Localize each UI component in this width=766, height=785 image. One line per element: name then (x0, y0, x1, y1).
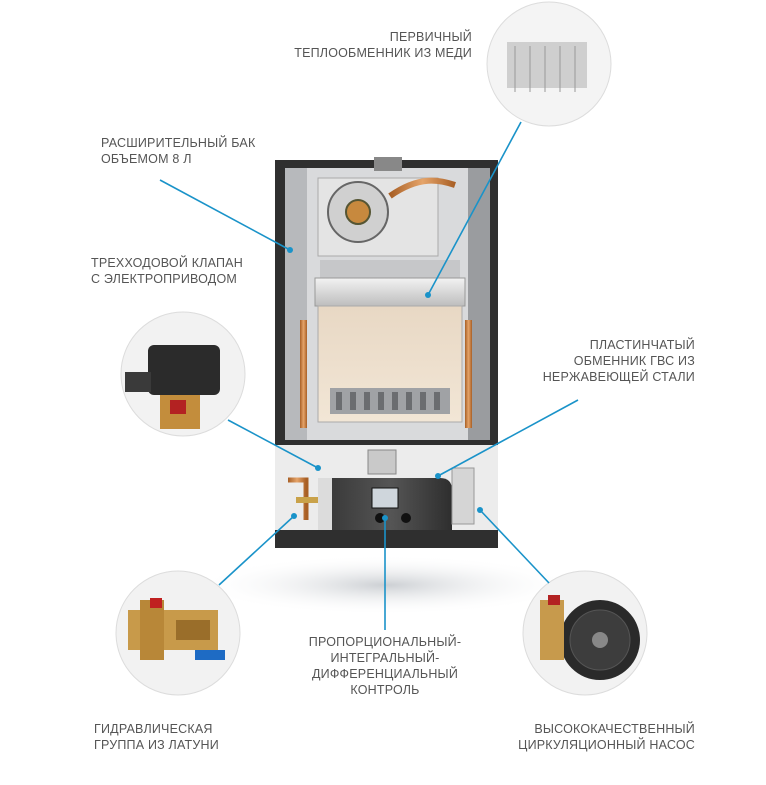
boiler-body (275, 157, 498, 548)
label-pid-control: ПРОПОРЦИОНАЛЬНЫЙ- ИНТЕГРАЛЬНЫЙ- ДИФФЕРЕН… (308, 635, 462, 697)
leader-three-way-valve (227, 419, 319, 469)
leader-hydraulic-group (218, 515, 295, 586)
label-expansion-tank: РАСШИРИТЕЛЬНЫЙ БАК ОБЪЕМОМ 8 Л (101, 136, 256, 166)
floor-shadow (196, 555, 576, 615)
leader-plate-exchanger (437, 399, 579, 477)
callout-three-way-valve (120, 311, 246, 437)
leader-pump (479, 509, 550, 584)
label-plate-exchanger: ПЛАСТИНЧАТЫЙ ОБМЕННИК ГВС ИЗ НЕРЖАВЕЮЩЕЙ… (542, 338, 695, 384)
leader-expansion-tank (159, 179, 291, 251)
leader-heat-exchanger (427, 121, 522, 296)
callout-pump (522, 570, 648, 696)
label-three-way-valve: ТРЕХХОДОВОЙ КЛАПАН С ЭЛЕКТРОПРИВОДОМ (91, 256, 243, 286)
label-pump: ВЫСОКОКАЧЕСТВЕННЫЙ ЦИРКУЛЯЦИОННЫЙ НАСОС (518, 722, 695, 752)
callout-hydraulic-group (115, 570, 241, 696)
leader-lines (159, 121, 579, 630)
callout-heat-exchanger (486, 1, 612, 127)
leader-dots (287, 247, 483, 521)
label-hydraulic-group: ГИДРАВЛИЧЕСКАЯ ГРУППА ИЗ ЛАТУНИ (94, 722, 219, 752)
label-heat-exchanger: ПЕРВИЧНЫЙ ТЕПЛООБМЕННИК ИЗ МЕДИ (294, 30, 472, 60)
